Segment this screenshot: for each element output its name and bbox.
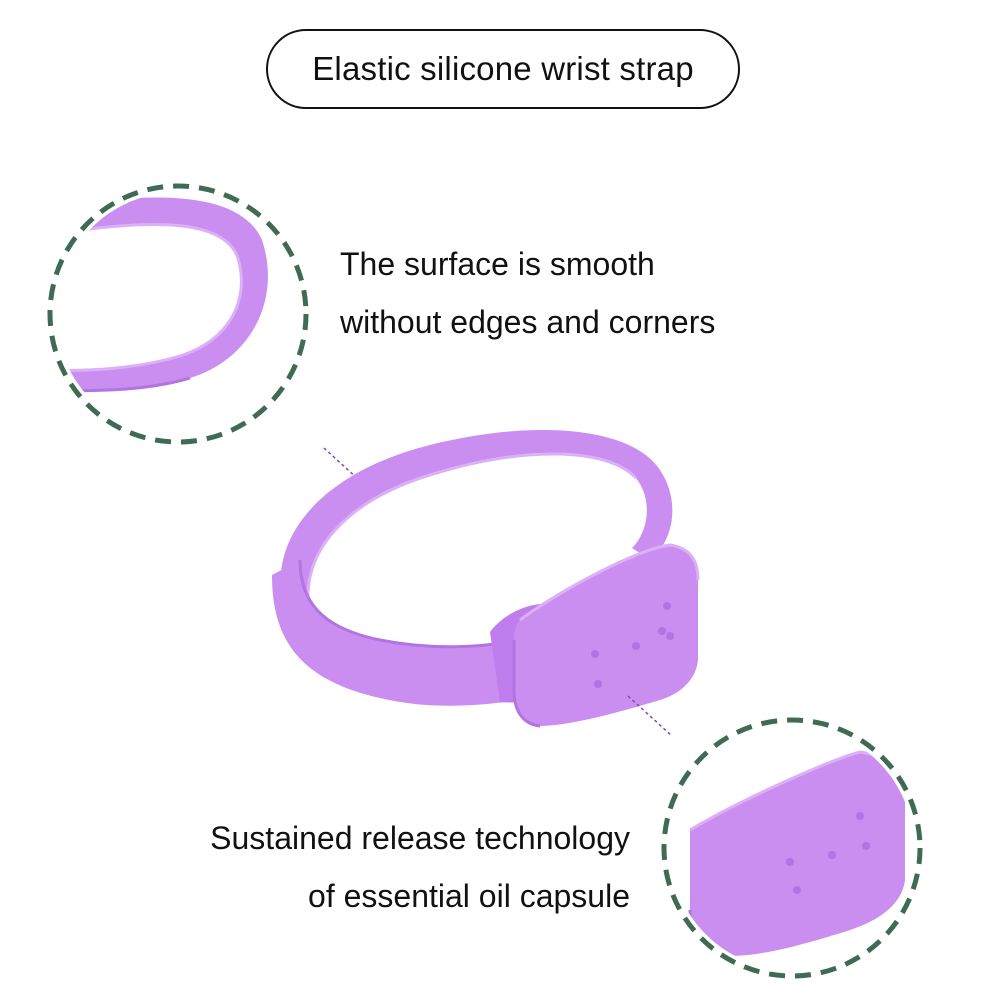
bracelet-image bbox=[272, 430, 700, 728]
pointer-line-bottom bbox=[627, 695, 673, 737]
title-text: Elastic silicone wrist strap bbox=[312, 50, 694, 87]
dashed-ring-bottom bbox=[661, 717, 923, 979]
pointer-line-top bbox=[323, 447, 371, 491]
title-pill: Elastic silicone wrist strap bbox=[266, 29, 740, 109]
capsule-zoom-circle bbox=[661, 717, 923, 979]
surface-caption-line1: The surface is smooth bbox=[340, 246, 655, 282]
capsule-caption: Sustained release technology of essentia… bbox=[210, 809, 630, 925]
capsule-caption-line2: of essential oil capsule bbox=[308, 878, 630, 914]
dashed-ring-top bbox=[47, 183, 309, 445]
capsule-vent-holes bbox=[591, 602, 674, 688]
surface-caption-line2: without edges and corners bbox=[340, 304, 716, 340]
capsule-caption-line1: Sustained release technology bbox=[210, 820, 630, 856]
surface-zoom-circle bbox=[47, 183, 309, 445]
surface-caption: The surface is smooth without edges and … bbox=[340, 235, 715, 351]
